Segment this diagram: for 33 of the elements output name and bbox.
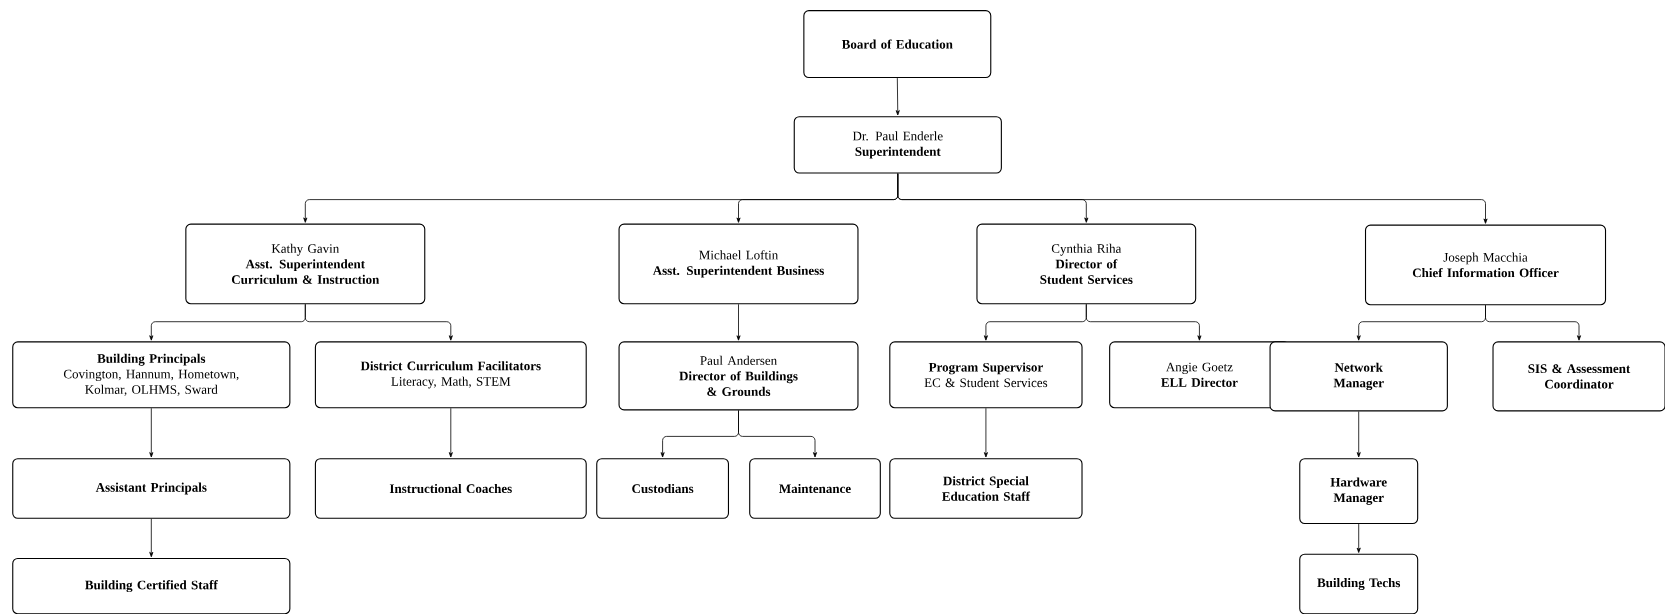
arrow	[1356, 523, 1361, 553]
org-box: Dr. Paul Enderle Superintendent	[793, 116, 1002, 174]
org-box: Assistant Principals	[12, 458, 291, 519]
org-box: Michael Loftin Asst. Superintendent Business	[618, 223, 859, 305]
org-box: Instructional Coaches	[314, 458, 587, 519]
org-box: Building Certified Staff	[12, 557, 291, 614]
org-box: Paul Andersen Director of Buildings & Grounds	[618, 341, 859, 411]
arrow	[1085, 303, 1202, 341]
arrow	[1485, 304, 1582, 341]
arrow	[304, 303, 453, 341]
org-box: Cynthia Riha Director of Student Services	[976, 223, 1197, 305]
org-box: Building Principals Covington, Hannum, Hometown, Kolmar, OLHMS, Sward	[12, 341, 291, 409]
arrow	[149, 407, 154, 458]
arrow	[448, 407, 453, 458]
arrow	[897, 173, 1488, 224]
arrow	[149, 518, 154, 558]
org-box: Network Manager	[1269, 341, 1448, 412]
org-box: Building Techs	[1299, 553, 1419, 614]
org-box: District Special Education Staff	[889, 458, 1083, 519]
org-box: Program Supervisor EC & Student Services	[889, 341, 1083, 409]
org-box: District Curriculum Facilitators Literacy, Math, STEM	[314, 341, 587, 409]
org-box: Custodians	[596, 458, 729, 519]
org-box: Joseph Macchia Chief Information Officer	[1364, 224, 1607, 306]
arrow	[738, 410, 817, 458]
arrow	[736, 303, 741, 341]
org-box: Hardware Manager	[1299, 458, 1419, 525]
arrow	[895, 77, 900, 116]
org-box: Kathy Gavin Asst. Superintendent Curriculum & Instruction	[185, 223, 426, 305]
org-box: Board of Education	[803, 10, 992, 79]
org-box: Maintenance	[749, 458, 881, 519]
arrow	[983, 407, 988, 458]
org-box: SIS & Assessment Coordinator	[1492, 341, 1665, 412]
arrow	[1356, 411, 1361, 458]
